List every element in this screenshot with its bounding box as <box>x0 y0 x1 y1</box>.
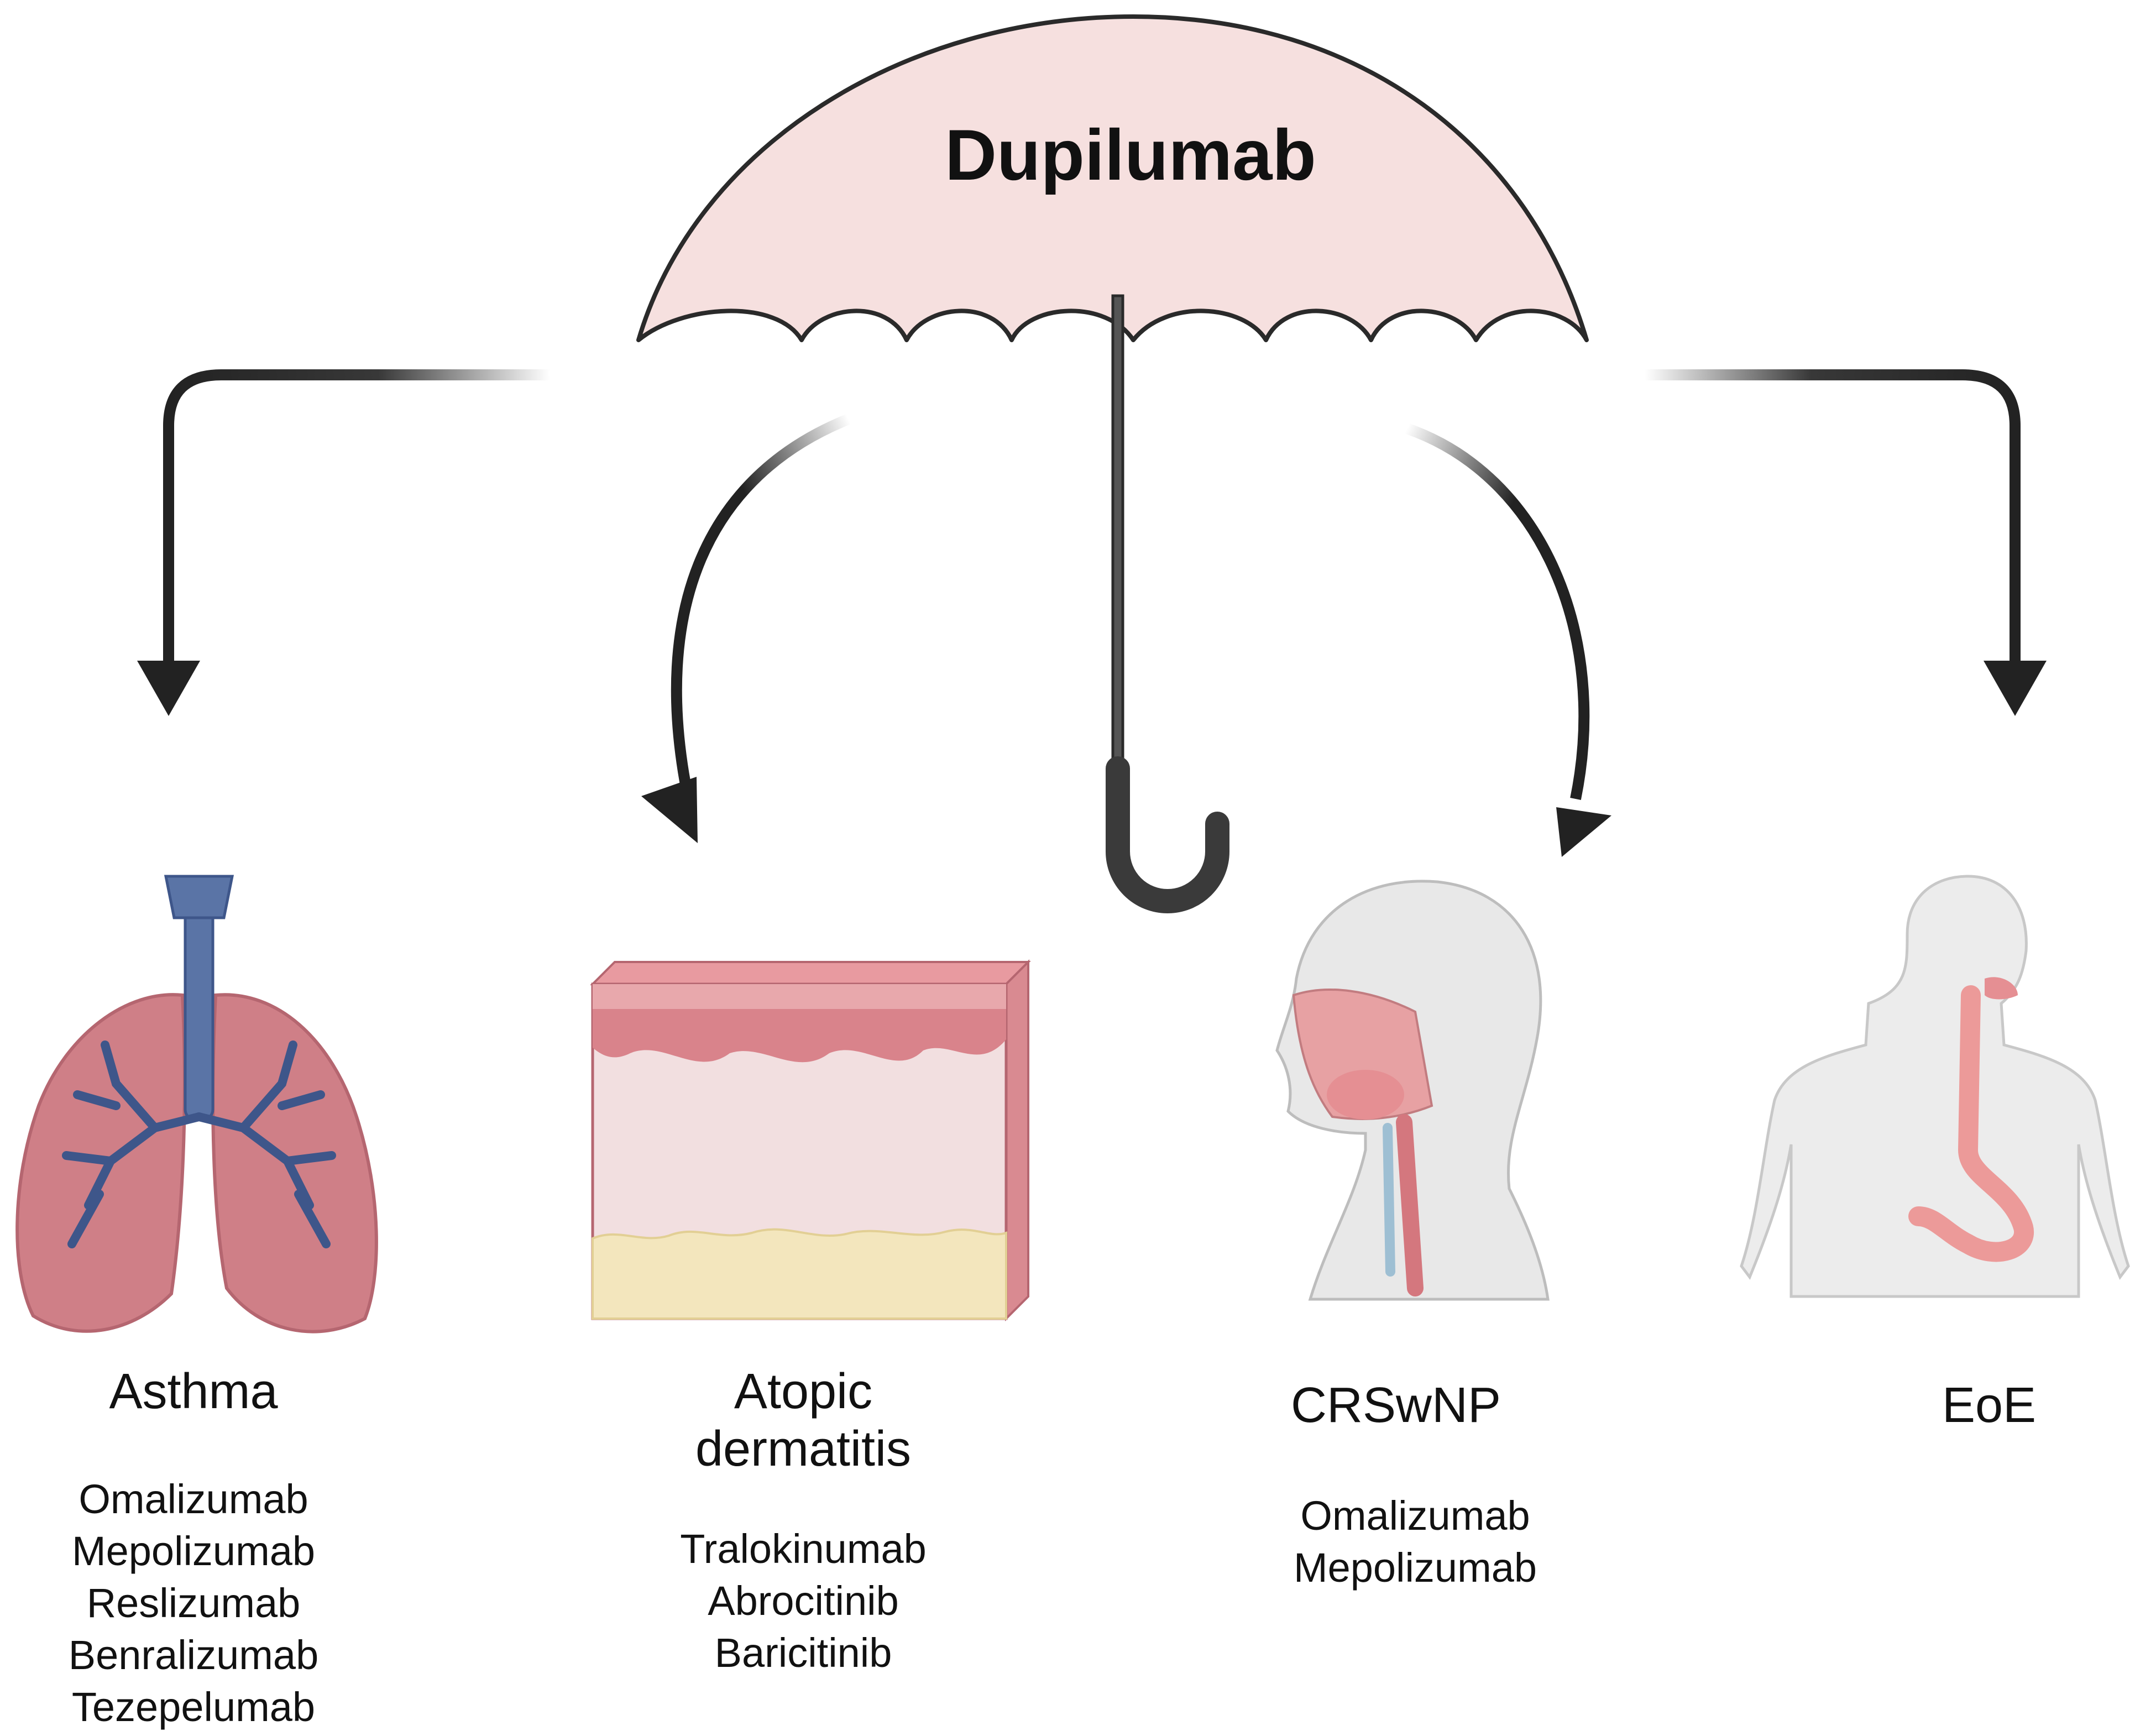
disease-label-eoe: EoE <box>1942 1378 2037 1433</box>
drug-list-asthma: Omalizumab Mepolizumab Reslizumab Benral… <box>69 1473 318 1733</box>
drug-item: Benralizumab <box>68 1632 319 1678</box>
disease-label-asthma: Asthma <box>109 1364 278 1419</box>
arrowhead-atopic-dermatitis <box>641 777 698 843</box>
arrow-to-asthma <box>163 369 550 663</box>
drug-item: Omalizumab <box>1300 1493 1530 1539</box>
umbrella: Dupilumab <box>636 14 1589 913</box>
drug-item: Baricitinib <box>714 1630 892 1676</box>
lungs-icon <box>15 875 378 1334</box>
arrow-to-crswnp <box>1405 423 1590 800</box>
torso-esophagus-icon <box>1740 875 2130 1298</box>
disease-label-line: Atopic <box>734 1364 873 1419</box>
umbrella-handle <box>1106 756 1229 913</box>
disease-label-atopic-dermatitis: Atopic dermatitis <box>695 1363 911 1478</box>
drug-item: Omalizumab <box>79 1476 308 1522</box>
head-sinus-icon <box>1275 880 1550 1301</box>
arrowhead-crswnp <box>1556 807 1611 857</box>
drug-item: Mepolizumab <box>71 1528 316 1574</box>
arrowhead-asthma <box>137 661 200 716</box>
drug-item: Abrocitinib <box>708 1578 899 1624</box>
drug-item: Tezepelumab <box>71 1684 316 1730</box>
arrows <box>137 369 2047 857</box>
drug-list-crswnp: Omalizumab Mepolizumab <box>1294 1490 1537 1594</box>
drug-list-atopic-dermatitis: Tralokinumab Abrocitinib Baricitinib <box>680 1523 927 1679</box>
drug-item: Tralokinumab <box>680 1526 927 1572</box>
drug-item: Reslizumab <box>86 1580 301 1626</box>
disease-label-crswnp: CRSwNP <box>1290 1378 1501 1433</box>
disease-label-line: dermatitis <box>695 1421 912 1477</box>
skin-layers-icon <box>590 959 1031 1321</box>
drug-item: Mepolizumab <box>1293 1545 1537 1591</box>
arrowhead-eoe <box>1984 661 2047 716</box>
arrow-to-atopic-dermatitis <box>671 414 851 800</box>
umbrella-canopy <box>636 14 1589 342</box>
umbrella-title: Dupilumab <box>945 114 1316 195</box>
umbrella-shaft <box>1111 294 1124 773</box>
arrow-to-eoe <box>1645 369 2021 663</box>
